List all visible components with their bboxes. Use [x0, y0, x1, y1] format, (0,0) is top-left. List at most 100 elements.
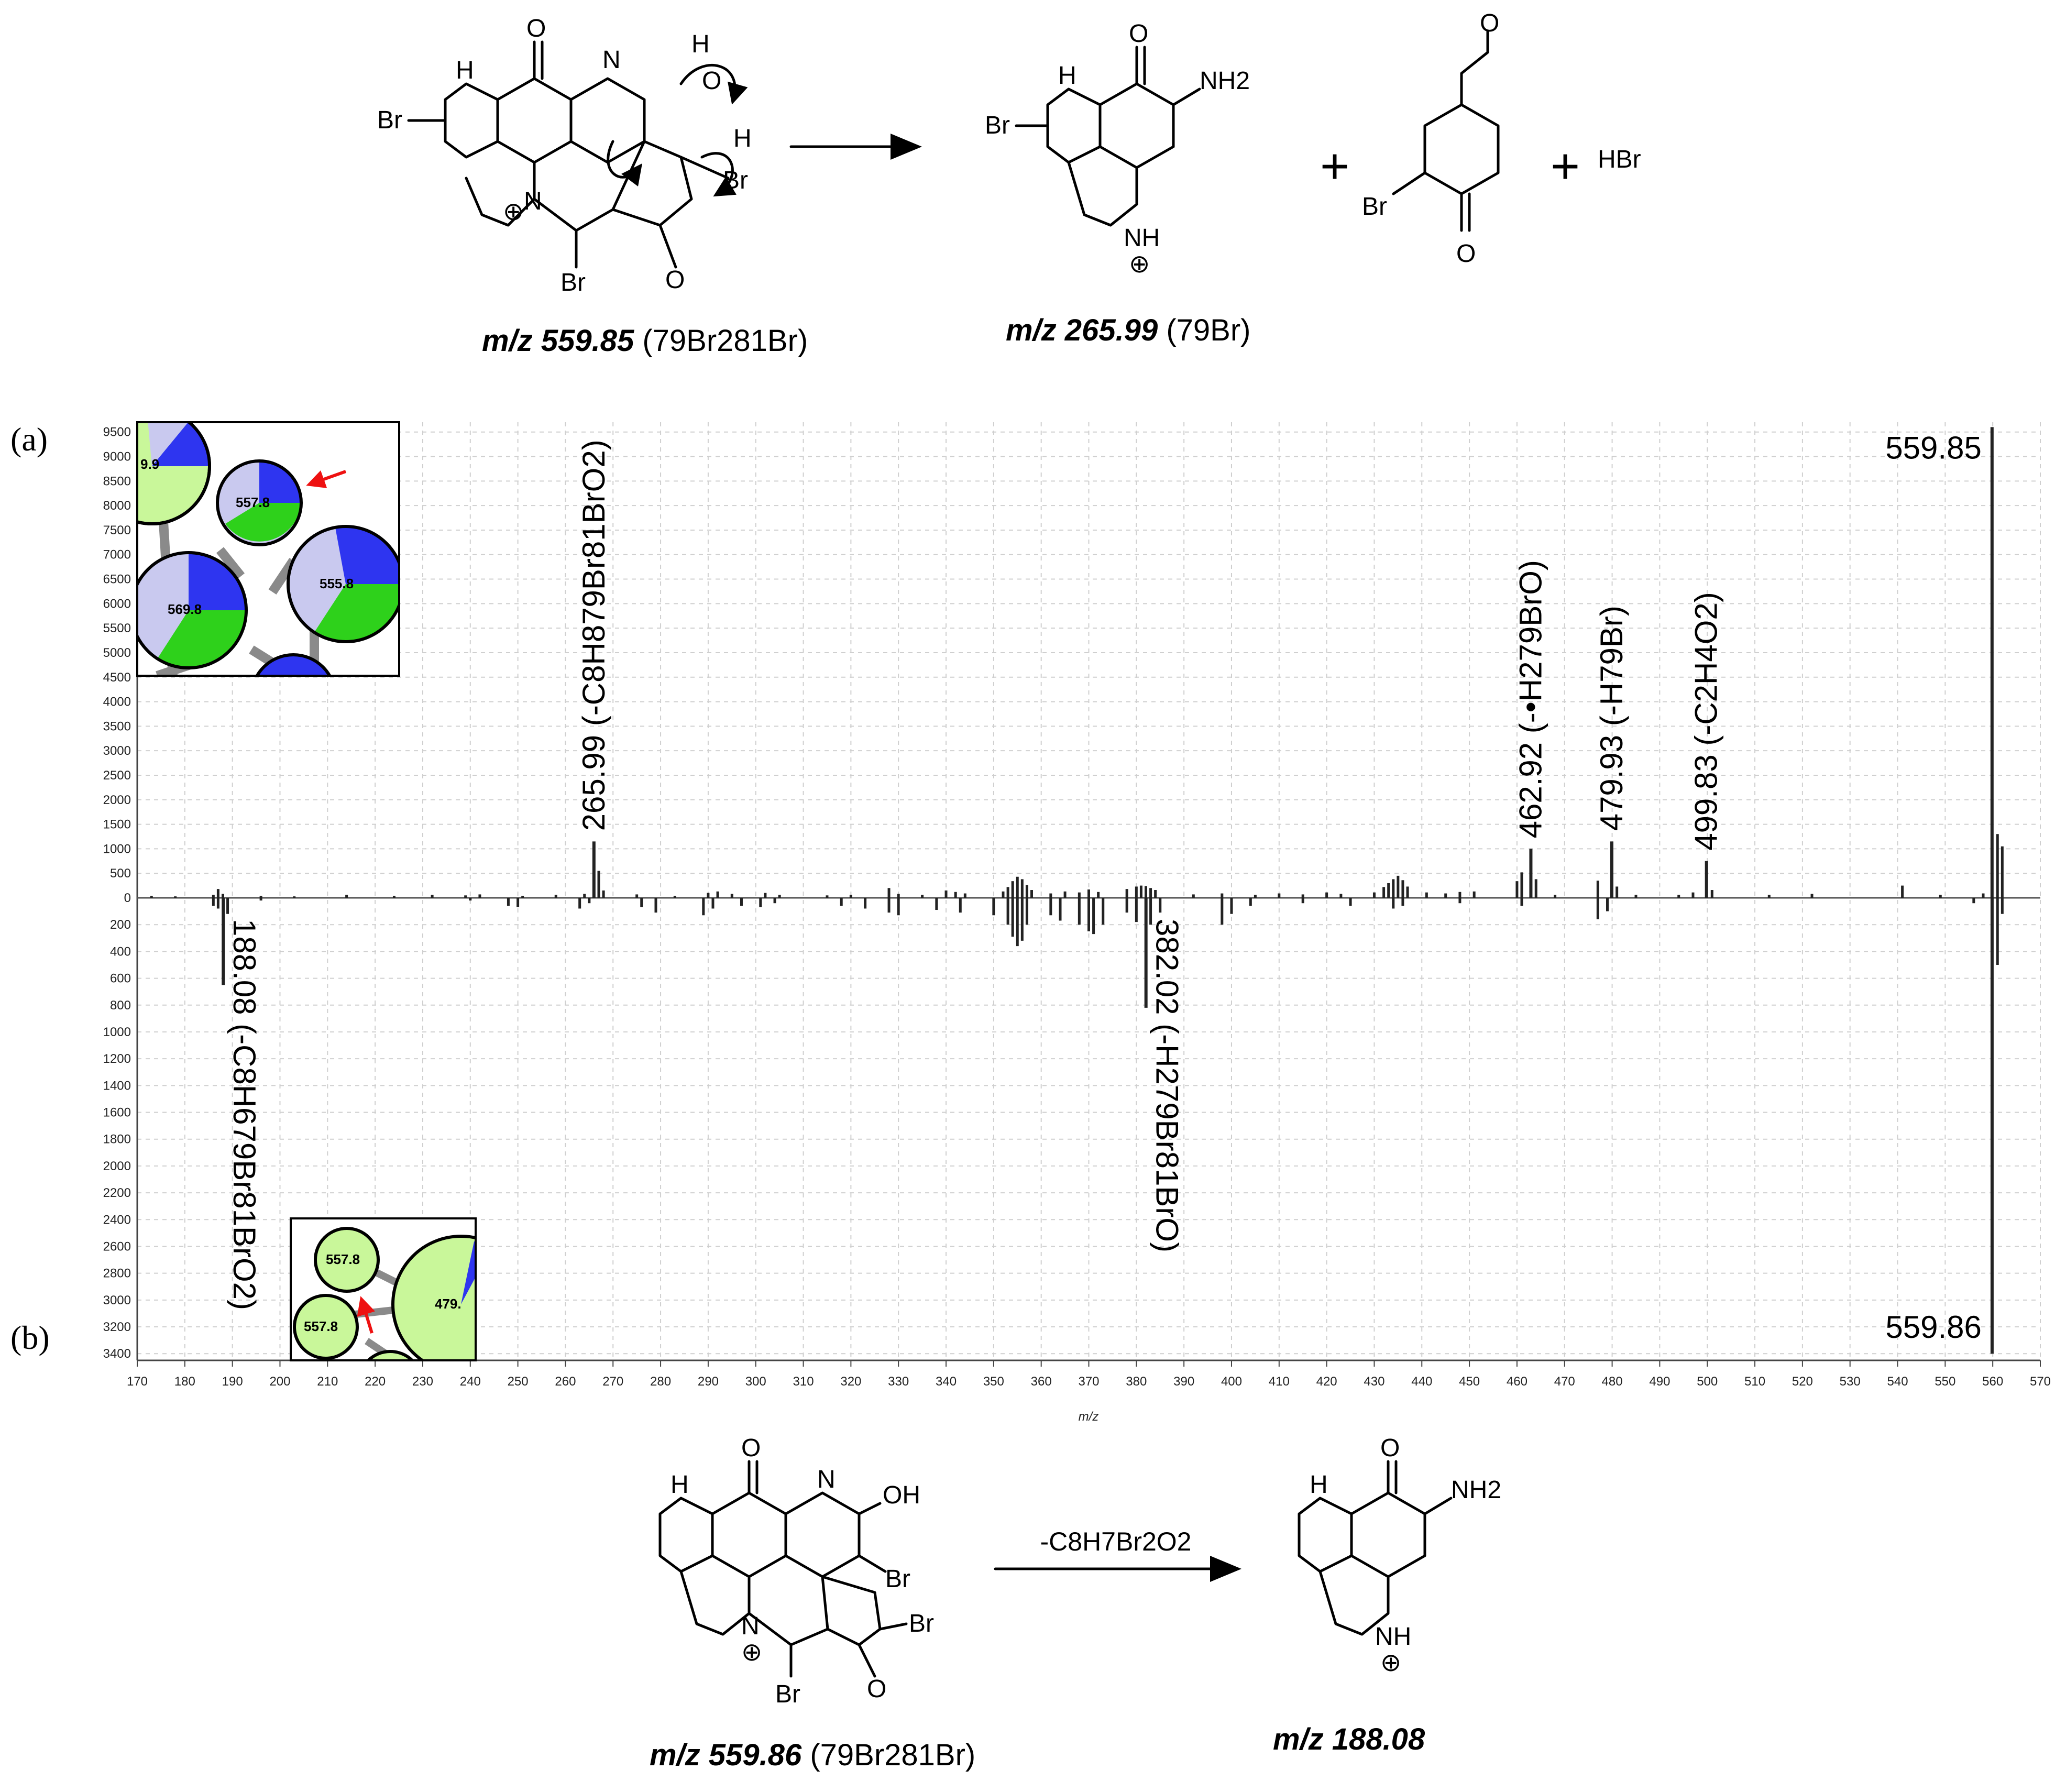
b-atom-o-1: O — [741, 1434, 761, 1462]
inset-node-2-label: 557.8 — [236, 494, 270, 510]
inset-node-4-label: 555.8 — [320, 576, 354, 591]
y-tick-label-bottom: 3200 — [103, 1320, 131, 1334]
y-tick-label-top: 2500 — [103, 768, 131, 783]
y-tick-label-top: 3000 — [103, 744, 131, 758]
b-atom-br-2: Br — [909, 1610, 934, 1637]
annotation-layer: 265.99 (-C8H879Br81BrO2)462.92 (-•H279Br… — [227, 430, 1982, 1345]
x-tick-label: 270 — [602, 1375, 623, 1389]
x-tick-label: 480 — [1602, 1375, 1623, 1389]
y-tick-label-bottom: 2200 — [103, 1186, 131, 1200]
prod-atom-nh: NH — [1124, 224, 1160, 252]
top-reactant-iso: (79Br281Br) — [642, 324, 808, 358]
bp-atom-h: H — [1310, 1471, 1328, 1499]
y-tick-label-top: 2000 — [103, 793, 131, 807]
y-tick-label-bottom: 200 — [110, 918, 131, 932]
inset-node-3: 569.8 — [138, 551, 248, 669]
peak-label-top: 559.85 — [1885, 430, 1982, 465]
x-tick-label: 410 — [1269, 1375, 1290, 1389]
x-tick-label: 340 — [936, 1375, 957, 1389]
plus-sign-2: + — [1551, 138, 1580, 194]
y-tick-label-top: 4000 — [103, 695, 131, 709]
b-atom-o-2: O — [867, 1675, 886, 1703]
atom-o-2: O — [702, 67, 721, 95]
peak-label-top: 479.93 (-H79Br) — [1594, 606, 1629, 831]
peak-label-top: 265.99 (-C8H879Br81BrO2) — [576, 439, 611, 831]
by-atom-o-2: O — [1456, 240, 1476, 268]
y-tick-label-top: 1000 — [103, 842, 131, 856]
bottom-product-mz-text: m/z 188.08 — [1273, 1722, 1425, 1756]
x-tick-label: 260 — [555, 1375, 576, 1389]
x-tick-label: 540 — [1887, 1375, 1908, 1389]
x-tick-label: 170 — [127, 1375, 148, 1389]
bp-atom-nh2: NH2 — [1451, 1476, 1501, 1504]
y-tick-label-top: 7500 — [103, 523, 131, 537]
peak-label-top: 499.83 (-C2H4O2) — [1689, 592, 1724, 851]
y-tick-label-bottom: 1400 — [103, 1079, 131, 1093]
top-reactant-mz: m/z 559.85 (79Br281Br) — [482, 324, 808, 358]
inset-bottom: 557.8 557.8 479. — [290, 1217, 477, 1361]
x-tick-label: 220 — [365, 1375, 386, 1389]
x-tick-label: 400 — [1221, 1375, 1242, 1389]
atom-h-2: H — [733, 125, 752, 152]
y-tick-label-top: 6000 — [103, 597, 131, 611]
y-tick-label-top: 1500 — [103, 818, 131, 832]
x-tick-label: 530 — [1840, 1375, 1861, 1389]
bottom-reactant-mz: m/z 559.86 (79Br281Br) — [650, 1738, 975, 1772]
x-tick-label: 490 — [1649, 1375, 1670, 1389]
y-tick-label-top: 6500 — [103, 573, 131, 587]
bp-atom-o: O — [1380, 1434, 1400, 1462]
x-tick-label: 440 — [1411, 1375, 1432, 1389]
by-atom-o-1: O — [1480, 9, 1499, 37]
y-tick-label-top: 0 — [124, 891, 131, 905]
y-tick-label-top: 8500 — [103, 474, 131, 488]
bottom-reactant-iso: (79Br281Br) — [810, 1738, 975, 1772]
inset-bottom-node-1-label: 557.8 — [326, 1251, 360, 1267]
x-tick-label: 250 — [508, 1375, 529, 1389]
inset-node-4: 555.8 — [287, 525, 398, 643]
b-atom-n-2: N — [741, 1612, 760, 1640]
bottom-scheme: H O N OH Br Br N ⊕ Br O m/z 559.86 (79Br… — [650, 1434, 1501, 1772]
y-tick-label-top: 8000 — [103, 499, 131, 513]
y-tick-label-bottom: 2000 — [103, 1159, 131, 1173]
panel-label-a: (a) — [10, 421, 48, 458]
atom-br-3: Br — [561, 269, 586, 296]
atom-h-1: H — [691, 30, 710, 58]
x-tick-label: 370 — [1078, 1375, 1099, 1389]
x-tick-label: 560 — [1982, 1375, 2003, 1389]
x-tick-label: 380 — [1126, 1375, 1147, 1389]
b-atom-br-1: Br — [885, 1565, 910, 1593]
inset-top-red-arrow — [306, 470, 347, 488]
x-tick-label: 420 — [1316, 1375, 1337, 1389]
inset-top: 9.9 557.8 569.8 555.8 — [136, 421, 400, 677]
x-tick-label: 360 — [1031, 1375, 1052, 1389]
inset-node-1: 9.9 — [138, 423, 211, 525]
inset-node-3-label: 569.8 — [168, 601, 202, 617]
top-reactant-mz-text: m/z 559.85 — [482, 324, 634, 358]
atom-br-2: Br — [723, 167, 748, 194]
peak-label-bottom: 188.08 (-C8H679Br81BrO2) — [227, 919, 262, 1310]
x-tick-label: 350 — [983, 1375, 1004, 1389]
atom-nh-1: H — [456, 57, 474, 84]
x-tick-label: 300 — [745, 1375, 766, 1389]
x-tick-label: 390 — [1173, 1375, 1194, 1389]
bp-charge: ⊕ — [1380, 1649, 1401, 1677]
reactant-structure-top: H Br O N H O H N ⊕ Br Br O — [377, 15, 752, 296]
x-tick-label: 290 — [698, 1375, 719, 1389]
y-tick-label-bottom: 3000 — [103, 1293, 131, 1307]
x-tick-label: 460 — [1507, 1375, 1527, 1389]
inset-node-1-label: 9.9 — [140, 456, 159, 472]
x-tick-label: 190 — [222, 1375, 243, 1389]
bottom-reactant-mz-text: m/z 559.86 — [650, 1738, 802, 1772]
inset-bottom-red-arrow — [357, 1296, 376, 1334]
atom-o-3: O — [665, 266, 685, 294]
b-charge: ⊕ — [741, 1639, 762, 1666]
top-product-mz-text: m/z 265.99 — [1006, 313, 1158, 347]
top-product-mz: m/z 265.99 (79Br) — [1006, 313, 1250, 347]
x-tick-label: 330 — [888, 1375, 909, 1389]
y-tick-label-bottom: 3400 — [103, 1347, 131, 1361]
inset-node-2: 557.8 — [216, 459, 303, 546]
atom-br-1: Br — [377, 106, 402, 134]
x-tick-label: 240 — [460, 1375, 481, 1389]
x-axis-label: m/z — [1079, 1410, 1099, 1424]
